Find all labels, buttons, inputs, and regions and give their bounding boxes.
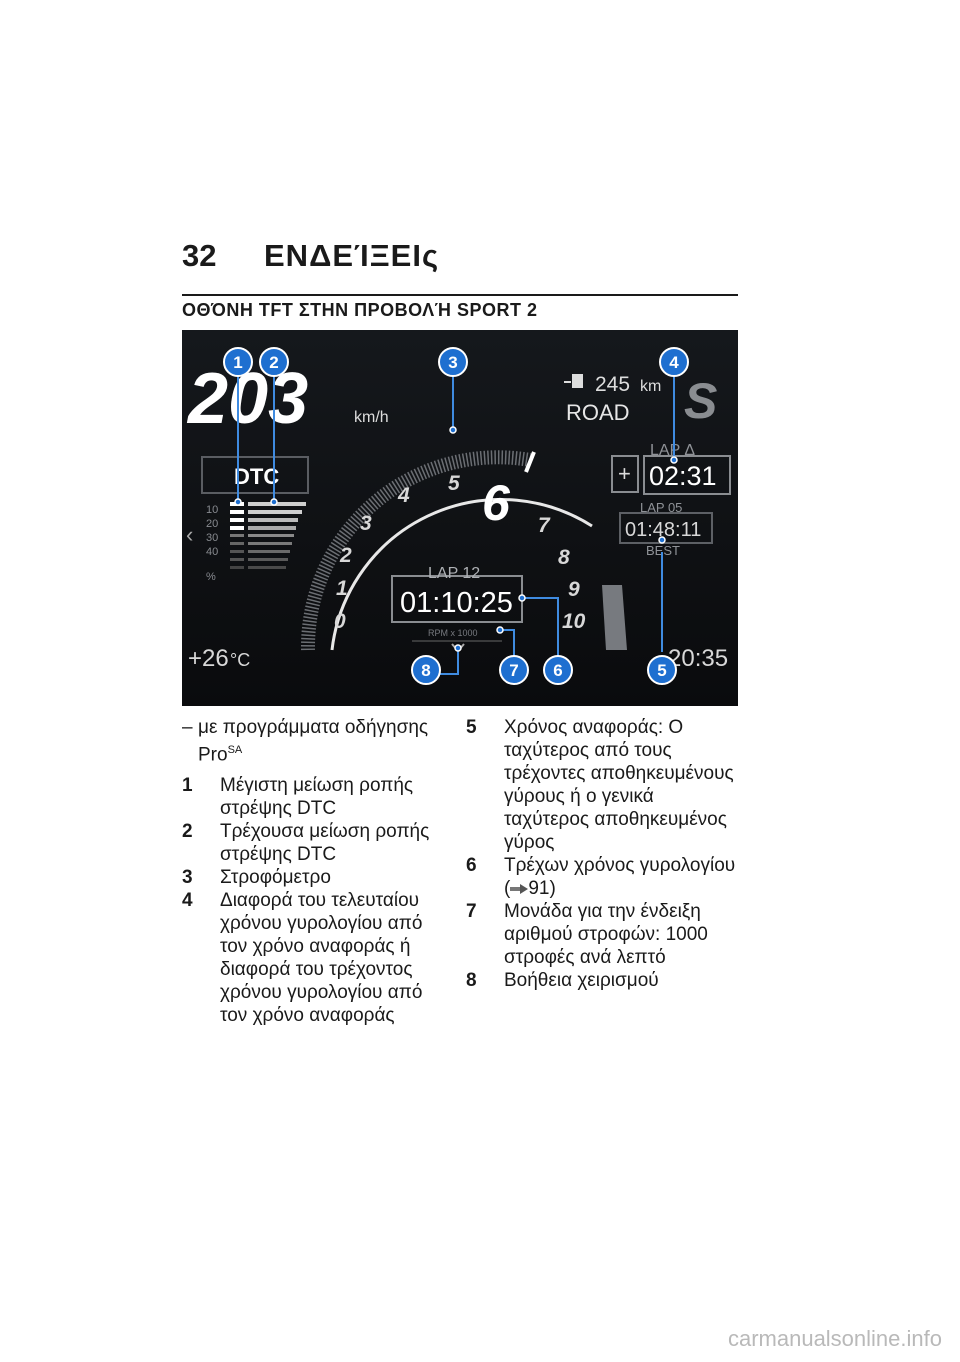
svg-text:4: 4	[669, 353, 679, 372]
best-lap-time: 01:48:11	[625, 519, 701, 541]
tach-number-4: 4	[397, 484, 410, 507]
callout-2: 2	[259, 347, 289, 377]
callout-7: 7	[499, 655, 529, 685]
lap-delta-box	[643, 455, 731, 495]
gear-indicator: 6	[482, 475, 511, 531]
callout-3: 3	[438, 347, 468, 377]
tach-number-8: 8	[558, 546, 570, 569]
riding-mode: ROAD	[566, 400, 630, 425]
chevron-left-icon: ‹	[186, 522, 193, 547]
tach-number-1: 1	[336, 577, 348, 600]
range-value: 245	[595, 373, 630, 396]
callout-6: 6	[543, 655, 573, 685]
callout-5: 5	[647, 655, 677, 685]
best-label: BEST	[646, 543, 680, 558]
lap-delta-time: 02:31	[649, 461, 717, 491]
dtc-scale-20: 20	[206, 518, 218, 530]
tach-number-9: 9	[568, 578, 580, 601]
tach-number-7: 7	[538, 514, 551, 537]
temperature-unit: °C	[230, 650, 250, 670]
rpm-unit-label: RPM x 1000	[428, 628, 478, 638]
tach-number-3: 3	[360, 512, 372, 535]
callout-4: 4	[659, 347, 689, 377]
callout-dots	[234, 426, 678, 652]
svg-text:6: 6	[553, 661, 562, 680]
svg-text:2: 2	[269, 353, 278, 372]
header-divider	[182, 294, 738, 296]
note-dash: –	[182, 717, 193, 738]
range-unit: km	[640, 378, 661, 395]
speed-unit: km/h	[354, 409, 389, 426]
temperature-value: +26	[188, 645, 229, 672]
pro-mode-note: –με προγράμματα οδήγησης ProSA	[182, 716, 452, 766]
tach-redline-block	[602, 585, 627, 650]
callout-1: 1	[223, 347, 253, 377]
lap-delta-label: LAP Δ	[650, 442, 695, 459]
note-text: με προγράμματα οδήγησης Pro	[198, 717, 429, 766]
tach-needle	[524, 451, 536, 473]
dtc-box	[201, 456, 309, 494]
page-number: 32	[182, 238, 217, 273]
tft-display-image: 203 km/h 245 km ROAD S DTC 10 20 30 40 %	[182, 330, 738, 706]
page-reference[interactable]: 91)	[528, 878, 556, 899]
dtc-scale-30: 30	[206, 532, 218, 544]
page-reference-arrow-icon	[510, 883, 529, 894]
dtc-scale-10: 10	[206, 504, 218, 516]
note-sup: SA	[227, 744, 243, 756]
tach-tick-band	[300, 450, 532, 651]
svg-text:1: 1	[233, 353, 242, 372]
dtc-scale-40: 40	[206, 546, 218, 558]
chapter-title: ΕΝΔΕΊΞΕΙς	[264, 238, 440, 273]
tach-number-5: 5	[448, 472, 460, 495]
fuel-icon	[564, 374, 583, 388]
tach-number-0: 0	[334, 610, 346, 633]
best-lap-label: LAP 05	[640, 500, 682, 515]
tach-arc	[330, 498, 593, 651]
clock: 20:35	[668, 645, 728, 672]
svg-text:3: 3	[448, 353, 457, 372]
tach-number-10: 10	[562, 610, 586, 633]
svg-text:7: 7	[509, 661, 518, 680]
plus-box	[611, 455, 639, 493]
current-lap-label: LAP 12	[428, 565, 480, 582]
best-lap-box	[619, 512, 713, 544]
watermark: carmanualsonline.info	[727, 1326, 942, 1351]
svg-text:8: 8	[421, 661, 430, 680]
callout-lines	[237, 372, 675, 675]
callout-8: 8	[411, 655, 441, 685]
svg-text:5: 5	[657, 661, 666, 680]
mode-letter: S	[684, 373, 717, 429]
tft-display-svg: 203 km/h 245 km ROAD S DTC 10 20 30 40 %	[182, 330, 738, 706]
dtc-label: DTC	[234, 464, 279, 489]
plus-icon: +	[618, 461, 631, 486]
tach-number-2: 2	[339, 544, 352, 567]
current-lap-time: 01:10:25	[400, 587, 513, 619]
section-title: ΟΘΌΝΗ TFT ΣΤΗΝ ΠΡΟΒΟΛΉ SPORT 2	[182, 300, 538, 320]
dtc-scale-percent: %	[206, 571, 216, 583]
